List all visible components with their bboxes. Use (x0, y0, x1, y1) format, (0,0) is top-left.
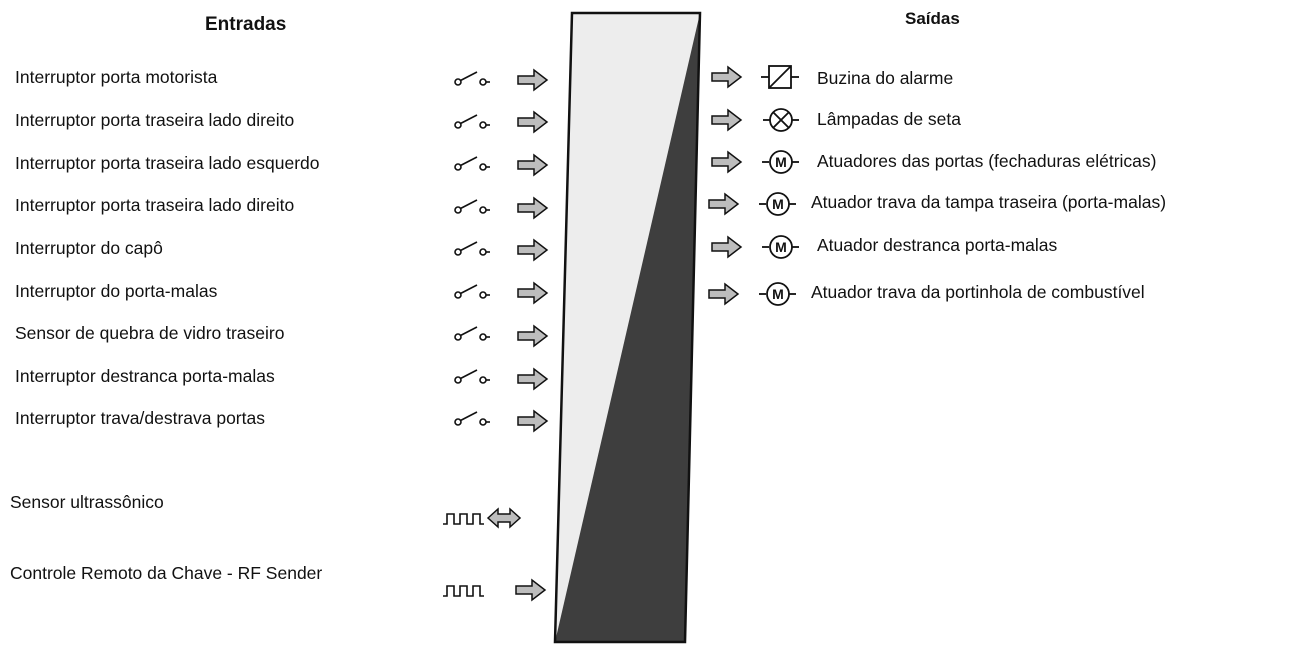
output-label-tailgate-lock: Atuador trava da tampa traseira (porta-m… (811, 192, 1167, 212)
input-switch-symbols (454, 71, 491, 426)
input-label-rear-left-door: Interruptor porta traseira lado esquerdo (15, 153, 320, 173)
switch-icon (454, 326, 491, 341)
motor-letter: M (775, 239, 787, 255)
arrow-right-icon (708, 283, 739, 305)
control-module-dark-half (555, 13, 700, 642)
arrow-bidirectional-icon (487, 508, 521, 528)
control-module-border (553, 11, 702, 644)
input-pulse-symbols (442, 513, 485, 597)
pulse-wave-icon (442, 513, 485, 525)
arrow-right-icon (711, 236, 742, 258)
switch-icon (454, 241, 491, 256)
input-label-lock-unlock: Interruptor trava/destrava portas (15, 408, 265, 428)
input-label-ultrasonic: Sensor ultrassônico (10, 492, 164, 512)
arrow-right-icon (517, 111, 548, 133)
arrow-right-icon (708, 193, 739, 215)
switch-icon (454, 199, 491, 214)
switch-icon (454, 71, 491, 86)
input-label-rear-right-door: Interruptor porta traseira lado direito (15, 110, 295, 130)
inputs-heading: Entradas (205, 14, 287, 35)
control-module (553, 11, 702, 644)
switch-icon (454, 284, 491, 299)
arrow-right-icon (711, 151, 742, 173)
input-label-trunk: Interruptor do porta-malas (15, 281, 218, 301)
arrow-right-icon (517, 368, 548, 390)
arrow-right-icon (517, 282, 548, 304)
input-label-trunk-unlock: Interruptor destranca porta-malas (15, 366, 275, 386)
arrow-right-icon (711, 66, 742, 88)
switch-icon (454, 369, 491, 384)
arrow-right-icon (517, 69, 548, 91)
output-arrows (708, 66, 742, 305)
pulse-wave-icon (442, 585, 485, 597)
motor-letter: M (775, 154, 787, 170)
output-label-fuel-door-lock: Atuador trava da portinhola de combustív… (811, 282, 1145, 302)
arrow-right-icon (517, 197, 548, 219)
arrow-right-icon (517, 154, 548, 176)
motor-letters: M M M M (772, 154, 787, 302)
output-label-turn-lamps: Lâmpadas de seta (817, 109, 961, 129)
output-label-trunk-unlock: Atuador destranca porta-malas (817, 235, 1058, 255)
horn-icon (761, 65, 799, 89)
input-label-glass-break: Sensor de quebra de vidro traseiro (15, 323, 285, 343)
input-label-driver-door: Interruptor porta motorista (15, 67, 218, 87)
arrow-right-icon (711, 109, 742, 131)
input-label-rear-right-door-2: Interruptor porta traseira lado direito (15, 195, 295, 215)
input-label-rf-remote: Controle Remoto da Chave - RF Sender (10, 563, 323, 583)
arrow-right-icon (515, 579, 546, 601)
arrow-right-icon (517, 410, 548, 432)
input-label-hood: Interruptor do capô (15, 238, 163, 258)
switch-icon (454, 411, 491, 426)
motor-symbols (758, 150, 800, 306)
motor-letter: M (772, 286, 784, 302)
output-label-door-actuators: Atuadores das portas (fechaduras elétric… (817, 151, 1157, 171)
output-label-alarm-horn: Buzina do alarme (817, 68, 954, 88)
motor-letter: M (772, 196, 784, 212)
switch-icon (454, 156, 491, 171)
outputs-heading: Saídas (905, 9, 960, 28)
arrow-right-icon (517, 239, 548, 261)
arrow-right-icon (517, 325, 548, 347)
switch-icon (454, 114, 491, 129)
lamp-icon (763, 108, 799, 132)
input-arrows (487, 69, 548, 601)
